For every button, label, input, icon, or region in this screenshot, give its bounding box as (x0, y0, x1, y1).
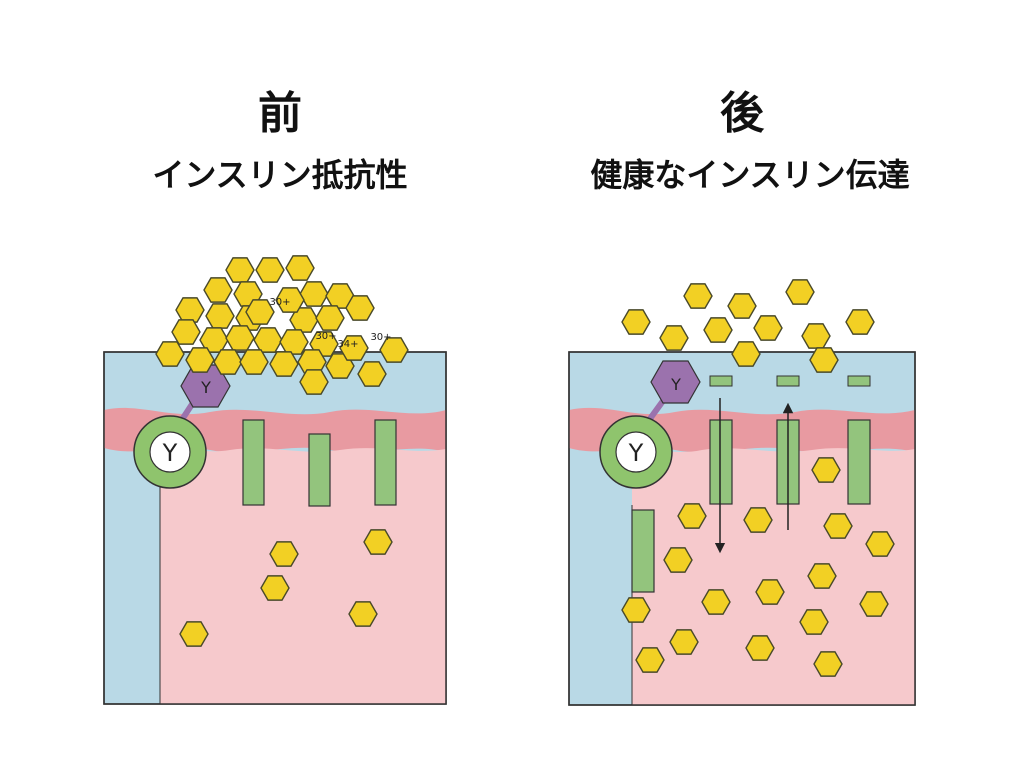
insulin-molecule (650, 360, 701, 404)
glucose-hex (621, 309, 651, 335)
glucose-hex (363, 529, 393, 555)
glucose-hex (801, 323, 831, 349)
glucose-hex (807, 563, 837, 589)
glucose-hex (811, 457, 841, 483)
before-title: 前 (258, 88, 302, 139)
after-channel (709, 419, 733, 505)
before-subtitle: インスリン抵抗性 (152, 156, 407, 194)
glucose-hex (659, 325, 689, 351)
glucose-hex (809, 347, 839, 373)
glucose-hex (859, 591, 889, 617)
before-channel (374, 419, 397, 506)
after-receptor: Y Y (599, 360, 701, 489)
cluster-label: 34+ (337, 339, 358, 350)
transporter-cap (709, 375, 733, 387)
receptor-y-glyph: Y (628, 439, 644, 467)
glucose-hex (348, 601, 378, 627)
transporter-cap (847, 375, 871, 387)
glucose-hex (823, 513, 853, 539)
glucose-hex (635, 647, 665, 673)
cluster-label: 30+ (370, 332, 391, 343)
glucose-hex (799, 609, 829, 635)
after-title: 後 (720, 88, 765, 139)
after-channel-vesicle (631, 509, 655, 593)
before-cytoplasm (160, 448, 446, 704)
before-channel (308, 433, 331, 507)
glucose-hex (621, 597, 651, 623)
cluster-label: 30+ (269, 297, 290, 308)
glucose-hex (260, 575, 290, 601)
after-channel (847, 419, 871, 505)
receptor-y-glyph: Y (162, 439, 178, 467)
after-cytoplasm (632, 448, 915, 705)
glucose-hex (785, 279, 815, 305)
glucose-hex (753, 315, 783, 341)
insulin-y-glyph: Y (670, 375, 681, 394)
glucose-hex (743, 507, 773, 533)
before-channel (242, 419, 265, 506)
glucose-hex (745, 635, 775, 661)
glucose-hex (179, 621, 209, 647)
glucose-hex (269, 541, 299, 567)
insulin-y-glyph: Y (200, 378, 211, 397)
before-cell: Y Y (103, 351, 447, 705)
glucose-hex (663, 547, 693, 573)
panel-before: 前 インスリン抵抗性 Y Y (103, 88, 447, 705)
glucose-hex (755, 579, 785, 605)
before-cluster-labels: 30+ 30+ 30+ 34+ (269, 297, 391, 350)
transporter-cap (776, 375, 800, 387)
panel-after: 後 健康なインスリン伝達 Y (568, 88, 916, 706)
after-cell: Y Y (568, 351, 916, 706)
glucose-hex (731, 341, 761, 367)
glucose-hex (677, 503, 707, 529)
glucose-hex (669, 629, 699, 655)
glucose-hex (727, 293, 757, 319)
glucose-hex (683, 283, 713, 309)
glucose-hex (703, 317, 733, 343)
glucose-hex (813, 651, 843, 677)
cluster-label: 30+ (315, 331, 336, 342)
glucose-hex (845, 309, 875, 335)
glucose-hex (701, 589, 731, 615)
glucose-hex (865, 531, 895, 557)
after-subtitle: 健康なインスリン伝達 (590, 156, 909, 194)
before-receptor: Y Y (133, 364, 231, 489)
